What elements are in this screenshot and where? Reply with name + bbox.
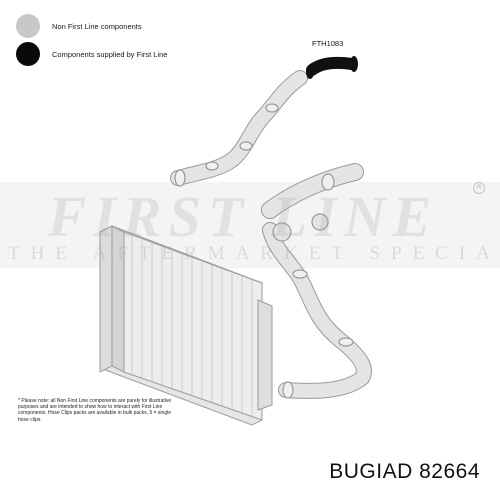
disclaimer-note: * Please note: all Non First Line compon…	[18, 398, 172, 423]
intercooler	[99, 225, 273, 426]
legend-label-non-first-line: Non First Line components	[52, 21, 142, 31]
watermark-band	[0, 182, 500, 268]
first-line-hose-fth1083	[306, 56, 358, 79]
legend-label-first-line: Components supplied by First Line	[52, 49, 168, 59]
non-first-line-hoses	[170, 70, 372, 399]
legend-item-non-first-line: Non First Line components	[16, 14, 142, 38]
black-dot-icon	[16, 42, 40, 66]
legend-item-first-line: Components supplied by First Line	[16, 42, 167, 66]
part-number-label: FTH1083	[312, 39, 344, 48]
registered-mark-icon: R	[473, 182, 485, 194]
product-code: BUGIAD 82664	[329, 460, 480, 483]
watermark-brand: FIRST LINE	[47, 184, 439, 249]
watermark-tagline: THE AFTERMARKET SPECIALIST	[8, 243, 500, 264]
grey-dot-icon	[16, 14, 40, 38]
